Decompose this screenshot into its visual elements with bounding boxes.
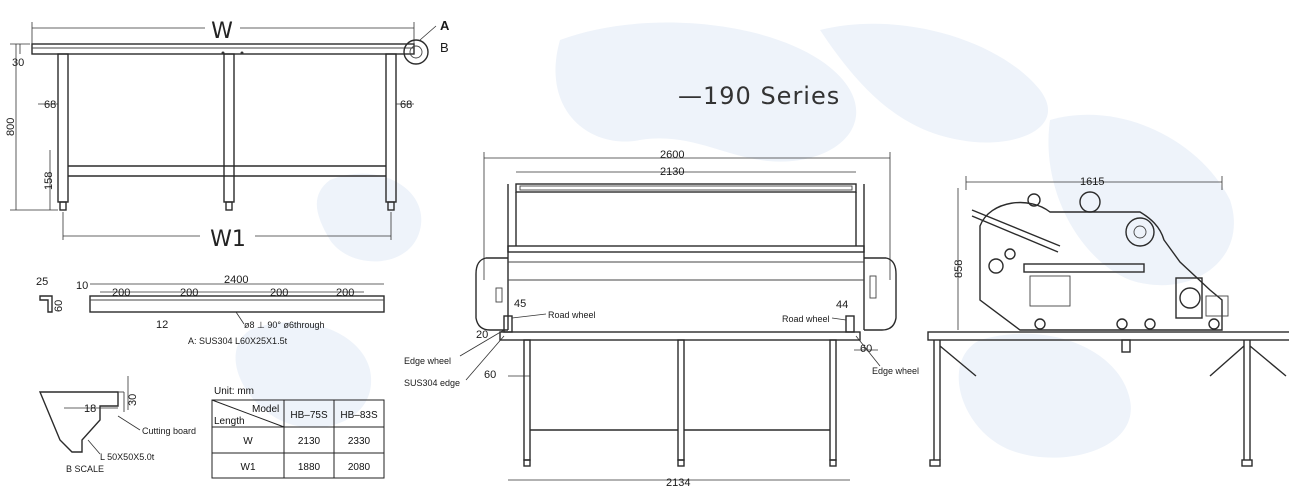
spec-table: Unit: mm Model Length HB–75S HB–83S W 21… <box>211 386 385 479</box>
cutting-board-label: Cutting board <box>142 426 196 436</box>
row-w1-hb83s: 2080 <box>348 462 371 473</box>
dim-858: 858 <box>953 260 965 278</box>
hole-note: ø8 ⊥ 90° ø6through <box>244 320 324 330</box>
series-title: —190 Series <box>678 82 840 110</box>
dim-60: 60 <box>53 300 65 312</box>
dim-12: 12 <box>156 319 168 331</box>
dim-60-left: 60 <box>484 369 496 381</box>
dim-1615: 1615 <box>1080 176 1104 188</box>
row-w1-label: W1 <box>241 462 256 473</box>
dim-2600: 2600 <box>660 149 684 161</box>
a-label: A <box>440 18 450 33</box>
dim-158: 158 <box>43 172 55 190</box>
seg-3: 200 <box>270 287 288 299</box>
w1-label: W1 <box>210 227 246 252</box>
unit-label: Unit: mm <box>214 386 254 397</box>
seg-4: 200 <box>336 287 354 299</box>
dim-68-right: 68 <box>400 99 412 111</box>
edge-wheel-right: Edge wheel <box>872 366 919 376</box>
spreader-machine <box>979 201 1223 331</box>
seg-1: 200 <box>112 287 130 299</box>
header-model: Model <box>252 404 279 415</box>
w-label: W <box>211 19 233 44</box>
dim-2400: 2400 <box>224 274 248 286</box>
dim-30-b: 30 <box>127 394 139 406</box>
dim-68-left: 68 <box>44 99 56 111</box>
roll-b <box>403 39 429 65</box>
side-view: 1615 858 <box>927 176 1289 467</box>
edge-wheel-left: Edge wheel <box>404 356 451 366</box>
sus-edge-label: SUS304 edge <box>404 378 460 388</box>
header-length: Length <box>214 416 245 427</box>
model-hb83s: HB–83S <box>340 410 378 421</box>
dim-25: 25 <box>36 276 48 288</box>
material-note: A: SUS304 L60X25X1.5t <box>188 336 288 346</box>
dim-30: 30 <box>12 57 24 69</box>
dim-18: 18 <box>84 403 96 415</box>
table-elevation: W A B 30 800 158 68 68 W1 <box>5 18 450 252</box>
dim-10: 10 <box>76 280 88 292</box>
road-wheel-right: Road wheel <box>782 314 830 324</box>
background-map-tint <box>235 22 1234 458</box>
angle-label: L 50X50X5.0t <box>100 452 155 462</box>
angle-bar <box>89 295 385 313</box>
row-w-hb83s: 2330 <box>348 436 371 447</box>
row-w-hb75s: 2130 <box>298 436 321 447</box>
detail-a: 2400 10 25 60 200 200 200 200 12 ø8 ⊥ 90… <box>36 274 385 346</box>
dim-2130: 2130 <box>660 166 684 178</box>
dim-800: 800 <box>5 118 17 136</box>
dim-45: 45 <box>514 298 526 310</box>
row-w1-hb75s: 1880 <box>298 462 321 473</box>
seg-2: 200 <box>180 287 198 299</box>
dim-20: 20 <box>476 329 488 341</box>
detail-b: 30 18 Cutting board L 50X50X5.0t B SCALE <box>38 376 196 474</box>
road-wheel-left: Road wheel <box>548 310 596 320</box>
b-scale-label: B SCALE <box>66 464 104 474</box>
dim-2134: 2134 <box>666 477 690 489</box>
dim-44: 44 <box>836 299 848 311</box>
model-hb75s: HB–75S <box>290 410 328 421</box>
b-label: B <box>440 40 449 55</box>
row-w-label: W <box>243 436 253 447</box>
leg-left <box>57 53 69 203</box>
front-view: 2600 2130 45 44 20 6 <box>404 149 919 489</box>
leg-middle <box>223 53 235 203</box>
